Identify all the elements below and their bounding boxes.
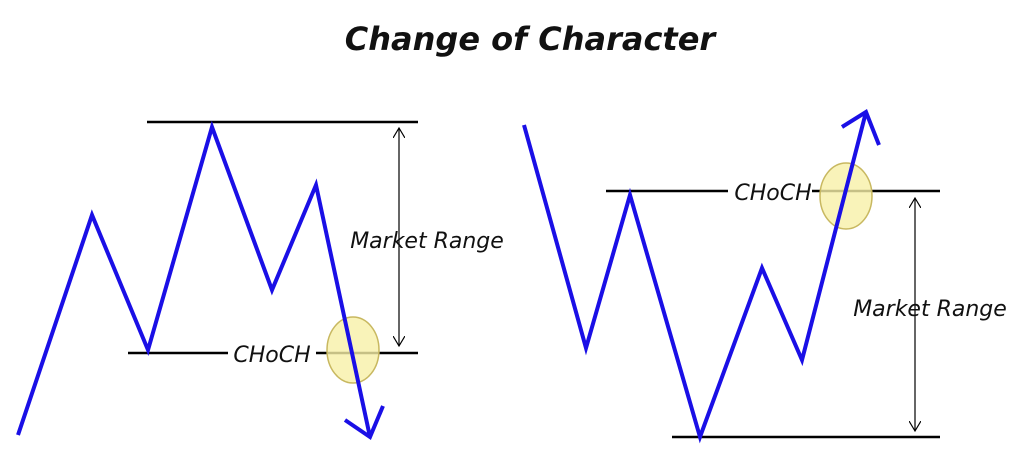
right-price-path xyxy=(522,111,868,444)
left-choch-label: CHoCH xyxy=(233,343,310,368)
left-range-label: Market Range xyxy=(350,229,504,254)
left-diagram: CHoCH Market Range xyxy=(16,120,504,441)
left-price-path xyxy=(16,120,372,438)
diagram-title: Change of Character xyxy=(345,20,718,58)
right-range-label: Market Range xyxy=(853,297,1007,322)
right-arrowhead-icon xyxy=(840,109,881,146)
left-arrowhead-icon xyxy=(343,405,385,441)
right-diagram: CHoCH Market Range xyxy=(522,109,1007,444)
right-choch-label: CHoCH xyxy=(734,181,811,206)
